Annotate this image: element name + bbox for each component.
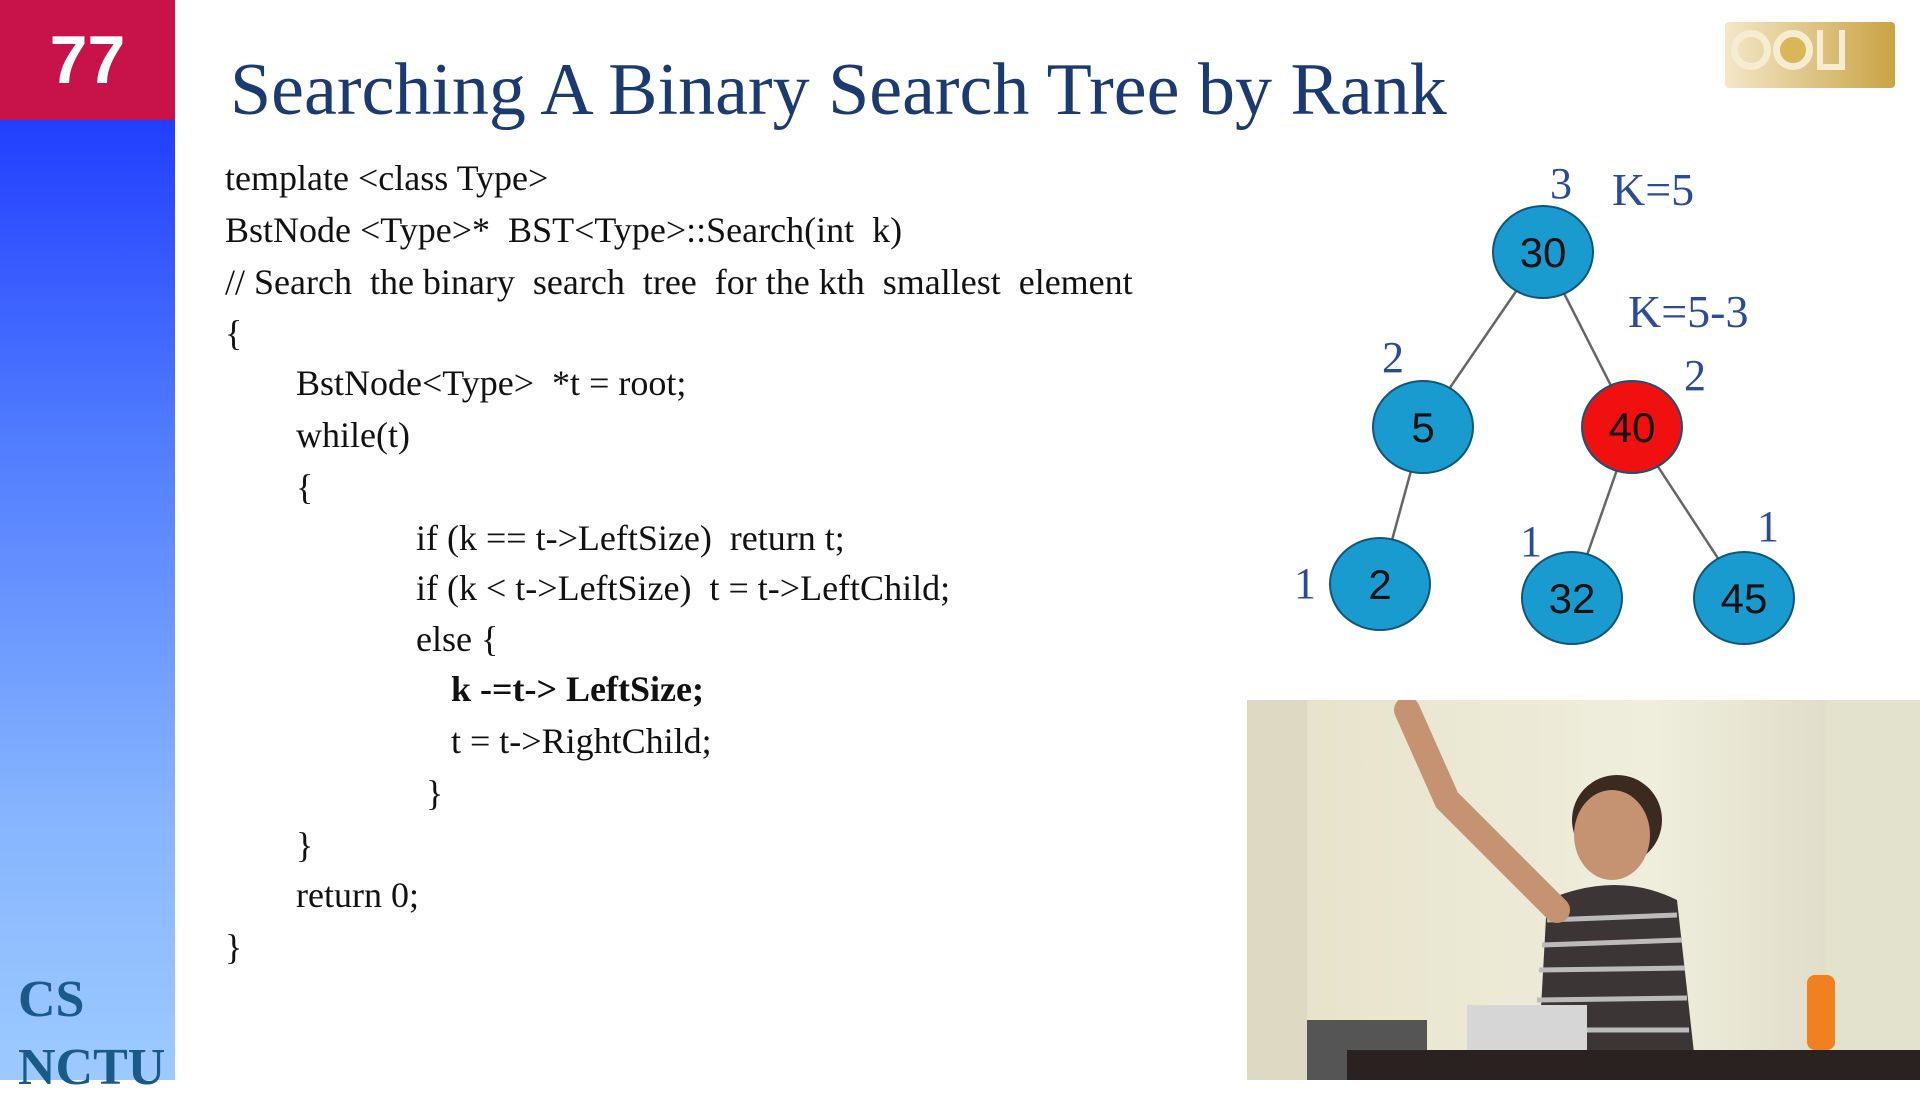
k-label: K=5	[1612, 164, 1694, 215]
tree-node-value: 45	[1721, 575, 1768, 622]
tree-node-value: 2	[1368, 561, 1391, 608]
code-line: else {	[416, 619, 499, 659]
left-size-label: 1	[1520, 517, 1542, 566]
tree-node	[1693, 551, 1795, 645]
tree-node	[1492, 205, 1594, 299]
footer-cs: CS	[18, 971, 85, 1028]
tree-node-value: 5	[1411, 404, 1434, 451]
slide-title: Searching A Binary Search Tree by Rank	[230, 49, 1447, 131]
code-line: }	[426, 773, 444, 813]
lecturer-video-inset	[1247, 700, 1920, 1080]
footer-nctu: NCTU	[18, 1039, 166, 1096]
tree-node-value: 40	[1609, 404, 1656, 451]
code-line: k -=t-> LeftSize;	[451, 669, 704, 709]
slide-sidebar	[0, 0, 175, 1080]
left-size-label: 2	[1684, 351, 1706, 400]
ocw-logo	[1725, 22, 1895, 88]
slide-number: 77	[0, 0, 175, 120]
tree-node	[1372, 380, 1474, 474]
tree-node	[1329, 537, 1431, 631]
code-line: template <class Type>	[225, 158, 549, 198]
code-line: return 0;	[296, 875, 419, 915]
code-line: {	[225, 313, 243, 353]
code-line: }	[225, 927, 243, 967]
code-line: // Search the binary search tree for the…	[225, 262, 1133, 302]
tree-node-value: 30	[1520, 229, 1567, 276]
code-line: if (k < t->LeftSize) t = t->LeftChild;	[416, 568, 951, 608]
tree-node	[1521, 551, 1623, 645]
lecturer-image	[1247, 700, 1920, 1080]
k-label: K=5-3	[1628, 286, 1748, 337]
tree-node	[1581, 380, 1683, 474]
left-size-label: 2	[1382, 333, 1404, 382]
code-line: if (k == t->LeftSize) return t;	[416, 518, 845, 558]
code-line: t = t->RightChild;	[451, 721, 712, 761]
left-size-label: 1	[1294, 559, 1316, 608]
code-line: while(t)	[296, 415, 410, 455]
tree-node-value: 32	[1549, 575, 1596, 622]
left-size-label: 1	[1757, 502, 1779, 551]
code-line: }	[296, 825, 314, 865]
left-size-label: 3	[1550, 159, 1572, 208]
code-line: BstNode<Type> *t = root;	[296, 363, 687, 403]
code-line: {	[296, 467, 314, 507]
code-line: BstNode <Type>* BST<Type>::Search(int k)	[225, 210, 903, 250]
